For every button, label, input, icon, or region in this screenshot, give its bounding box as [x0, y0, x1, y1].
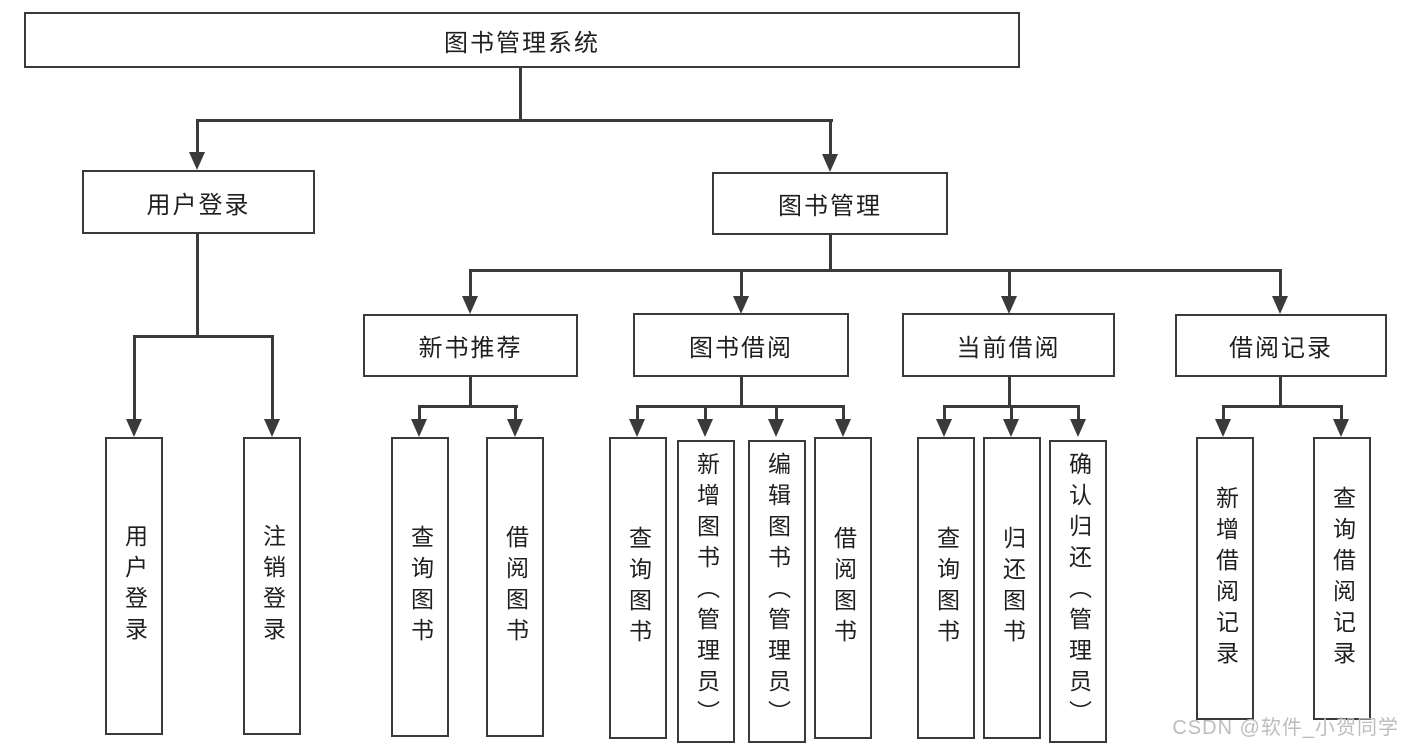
node-label: 用户登录 — [121, 524, 148, 648]
node-confirm-return-admin: 确认归还（管理员） — [1049, 440, 1107, 743]
node-query-books-recommend: 查询图书 — [391, 437, 449, 737]
connector-line — [196, 119, 199, 153]
connector-line — [740, 269, 743, 297]
connector-line — [519, 66, 522, 121]
arrowhead-down-icon — [1215, 419, 1231, 437]
arrowhead-down-icon — [697, 419, 713, 437]
node-add-books-admin: 新增图书（管理员） — [677, 440, 735, 743]
connector-line — [1077, 405, 1080, 420]
node-label: 注销登录 — [259, 524, 286, 648]
node-borrowing-records: 借阅记录 — [1175, 314, 1387, 377]
connector-line — [1008, 375, 1011, 408]
node-label: 查询图书 — [407, 525, 434, 649]
connector-line — [469, 269, 1282, 272]
node-label: 用户登录 — [146, 191, 251, 219]
connector-line — [1010, 405, 1013, 420]
connector-line — [418, 405, 421, 420]
connector-line — [1008, 269, 1011, 297]
node-user-login-module: 用户登录 — [82, 170, 315, 234]
arrowhead-down-icon — [507, 419, 523, 437]
node-return-books: 归还图书 — [983, 437, 1041, 739]
arrowhead-down-icon — [462, 296, 478, 314]
arrowhead-down-icon — [1272, 296, 1288, 314]
arrowhead-down-icon — [1001, 296, 1017, 314]
node-borrow-books-borrowing: 借阅图书 — [814, 437, 872, 739]
node-borrow-books-recommend: 借阅图书 — [486, 437, 544, 737]
node-book-management-module: 图书管理 — [712, 172, 948, 235]
node-label: 新增图书（管理员） — [693, 452, 720, 731]
arrowhead-down-icon — [264, 419, 280, 437]
node-label: 借阅图书 — [830, 526, 857, 650]
node-label: 查询借阅记录 — [1329, 485, 1356, 672]
connector-line — [943, 405, 946, 420]
connector-line — [469, 269, 472, 297]
connector-line — [704, 405, 707, 420]
node-query-books-borrowing: 查询图书 — [609, 437, 667, 739]
connector-line — [842, 405, 845, 420]
arrowhead-down-icon — [629, 419, 645, 437]
arrowhead-down-icon — [835, 419, 851, 437]
arrowhead-down-icon — [411, 419, 427, 437]
connector-line — [1279, 375, 1282, 408]
connector-line — [775, 405, 778, 420]
arrowhead-down-icon — [768, 419, 784, 437]
node-current-borrowing: 当前借阅 — [902, 313, 1115, 377]
connector-line — [1222, 405, 1342, 408]
connector-line — [829, 119, 832, 155]
watermark: CSDN @软件_小贺同学 — [1172, 717, 1399, 739]
arrowhead-down-icon — [1333, 419, 1349, 437]
node-book-borrowing: 图书借阅 — [633, 313, 849, 377]
node-label: 归还图书 — [999, 526, 1026, 650]
connector-line — [196, 232, 199, 337]
connector-line — [271, 335, 274, 420]
arrowhead-down-icon — [822, 154, 838, 172]
node-label: 当前借阅 — [956, 334, 1061, 362]
node-label: 编辑图书（管理员） — [764, 452, 791, 731]
arrowhead-down-icon — [126, 419, 142, 437]
connector-line — [636, 405, 639, 420]
connector-line — [133, 335, 136, 420]
node-label: 查询图书 — [933, 526, 960, 650]
connector-line — [418, 405, 518, 408]
connector-line — [740, 375, 743, 408]
node-label: 图书借阅 — [689, 334, 793, 362]
node-query-books-current: 查询图书 — [917, 437, 975, 739]
node-label: 查询图书 — [625, 526, 652, 650]
connector-line — [469, 375, 472, 408]
connector-line — [1340, 405, 1343, 420]
node-logout: 注销登录 — [243, 437, 301, 735]
node-label: 借阅图书 — [502, 525, 529, 649]
connector-line — [196, 119, 833, 122]
node-user-login: 用户登录 — [105, 437, 163, 735]
node-query-borrow-record: 查询借阅记录 — [1313, 437, 1371, 720]
connector-line — [1222, 405, 1225, 420]
arrowhead-down-icon — [189, 152, 205, 170]
node-library-management-system: 图书管理系统 — [24, 12, 1020, 68]
connector-line — [133, 335, 274, 338]
arrowhead-down-icon — [1003, 419, 1019, 437]
connector-line — [829, 233, 832, 272]
node-label: 图书管理 — [778, 193, 882, 220]
connector-line — [514, 405, 517, 420]
connector-line — [636, 405, 845, 408]
node-label: 图书管理系统 — [444, 29, 600, 57]
arrowhead-down-icon — [733, 296, 749, 314]
arrowhead-down-icon — [936, 419, 952, 437]
node-edit-books-admin: 编辑图书（管理员） — [748, 440, 806, 743]
node-new-book-recommendation: 新书推荐 — [363, 314, 578, 377]
node-label: 借阅记录 — [1229, 335, 1333, 362]
node-label: 新书推荐 — [418, 335, 523, 362]
node-label: 确认归还（管理员） — [1065, 452, 1092, 731]
connector-line — [1279, 269, 1282, 297]
node-label: 新增借阅记录 — [1212, 485, 1239, 672]
node-add-borrow-record: 新增借阅记录 — [1196, 437, 1254, 720]
arrowhead-down-icon — [1070, 419, 1086, 437]
